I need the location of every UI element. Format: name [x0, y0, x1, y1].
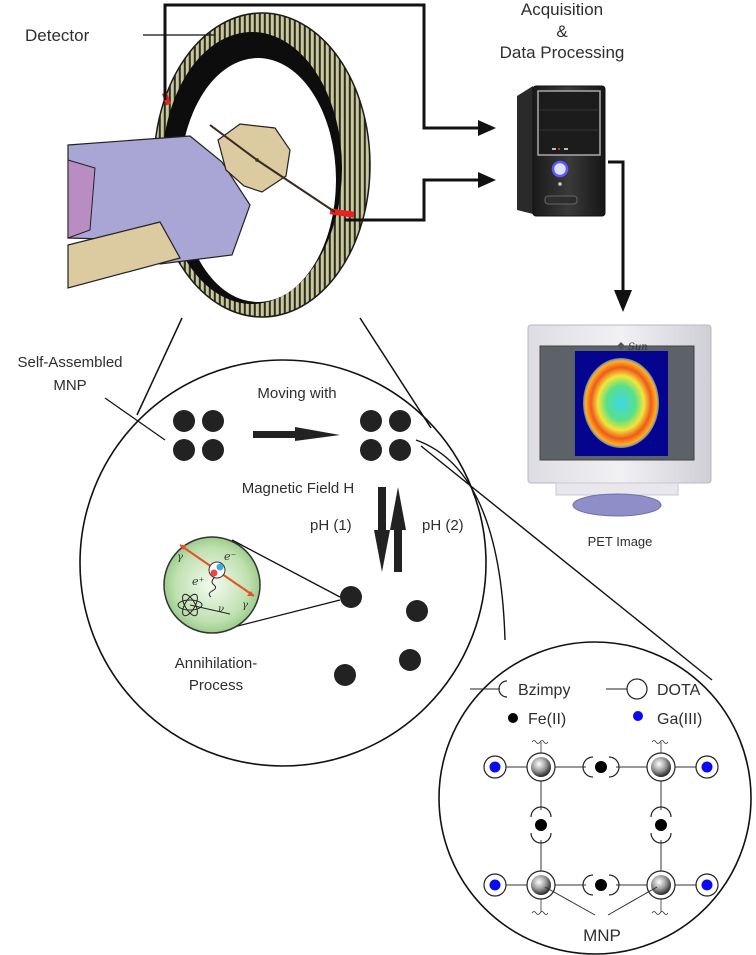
- patient-arm: [67, 221, 181, 289]
- arrow-right-icon: [478, 120, 496, 136]
- mnp-network: [483, 740, 719, 915]
- ph2-label: pH (2): [422, 517, 464, 534]
- zoom-cone-outer: [420, 445, 713, 681]
- pet-image-label: PET Image: [588, 534, 653, 549]
- self-assembled-label-1: Self-Assembled: [17, 354, 122, 371]
- mnp-sphere: [526, 870, 556, 900]
- zoom-cone-inner: [415, 439, 506, 641]
- computer-tower-icon: [517, 85, 606, 217]
- signal-line-bottom: [345, 178, 478, 222]
- magnetic-field-label: Magnetic Field H: [242, 480, 355, 497]
- monitor-brand: Sun: [628, 342, 648, 353]
- mnp-leader-left: [544, 886, 596, 916]
- ga-dota-complex: [695, 873, 719, 897]
- legend: Bzimpy DOTA Fe(II) Ga(III): [470, 678, 702, 728]
- annihilation-cone-top: [231, 539, 341, 598]
- bzimpy-icon: [498, 680, 508, 698]
- mnp-cluster-left: [173, 410, 224, 461]
- acquisition-label-1: Acquisition: [521, 0, 603, 19]
- gamma-ray-line-1: [209, 124, 258, 161]
- ga-dota-complex: [695, 755, 719, 779]
- patient: [67, 123, 336, 289]
- monitor-icon: Sun: [527, 324, 712, 517]
- legend-fe-label: Fe(II): [528, 711, 566, 728]
- signal-line-top: [163, 3, 478, 130]
- arrow-right-icon: [253, 427, 340, 441]
- fe-bzimpy-complex: [582, 756, 620, 778]
- mnp-particle: [334, 664, 356, 686]
- electron-symbol: e⁻: [224, 550, 237, 563]
- moving-with-label: Moving with: [257, 385, 336, 402]
- detector-label: Detector: [25, 26, 90, 45]
- dota-icon: [626, 678, 648, 700]
- patient-shirt-side: [67, 159, 96, 239]
- mnp-leader-right: [607, 886, 658, 916]
- arrow-down-icon: [614, 290, 632, 312]
- legend-bzimpy-label: Bzimpy: [518, 682, 570, 699]
- zoom-cone-left: [136, 317, 183, 416]
- mnp-particle: [399, 649, 421, 671]
- gamma-ray-line-2: [256, 159, 336, 213]
- legend-dota-label: DOTA: [657, 682, 701, 699]
- annihilation-label-1: Annihilation-: [175, 655, 258, 672]
- arrow-down-icon: [374, 487, 390, 572]
- detector-hit-right: [329, 208, 355, 218]
- ga-dota-complex: [483, 755, 507, 779]
- signal-line-monitor: [608, 160, 625, 290]
- mnp-particle: [340, 586, 362, 608]
- gamma-symbol: γ: [177, 552, 183, 563]
- acquisition-label-2: &: [556, 22, 568, 41]
- fe-dot-icon: [508, 713, 518, 723]
- acquisition-label-3: Data Processing: [500, 43, 625, 62]
- self-assembled-leader: [104, 397, 166, 441]
- positron-symbol: e⁺: [192, 575, 205, 588]
- fe-bzimpy-complex: [530, 806, 552, 844]
- ph1-label: pH (1): [310, 517, 352, 534]
- annihilation-process-icon: γ γ e⁻ e⁺ ν: [163, 536, 261, 634]
- annihilation-label-2: Process: [189, 677, 243, 694]
- mnp-particle: [406, 600, 428, 622]
- arrow-right-icon: [478, 172, 496, 188]
- self-assembled-label-2: MNP: [53, 377, 86, 394]
- dispersed-mnp: [334, 586, 428, 686]
- ga-dota-complex: [483, 873, 507, 897]
- fe-bzimpy-complex: [650, 806, 672, 844]
- mnp-sphere: [646, 752, 676, 782]
- annihilation-cone-bottom: [221, 599, 341, 631]
- arrow-up-icon: [390, 487, 406, 572]
- fe-bzimpy-complex: [582, 874, 620, 896]
- ga-dot-icon: [633, 711, 643, 721]
- pet-brain-scan: [583, 358, 659, 448]
- power-button-icon: [551, 160, 569, 178]
- mnp-label: MNP: [583, 926, 621, 945]
- zoom-cone-right: [359, 317, 432, 429]
- legend-ga-label: Ga(III): [657, 711, 702, 728]
- mnp-sphere: [646, 870, 676, 900]
- detail-circle: [79, 359, 487, 767]
- gamma-symbol: γ: [242, 600, 248, 611]
- mnp-cluster-right: [360, 410, 411, 461]
- neutrino-symbol: ν: [218, 604, 224, 615]
- mnp-sphere: [526, 752, 556, 782]
